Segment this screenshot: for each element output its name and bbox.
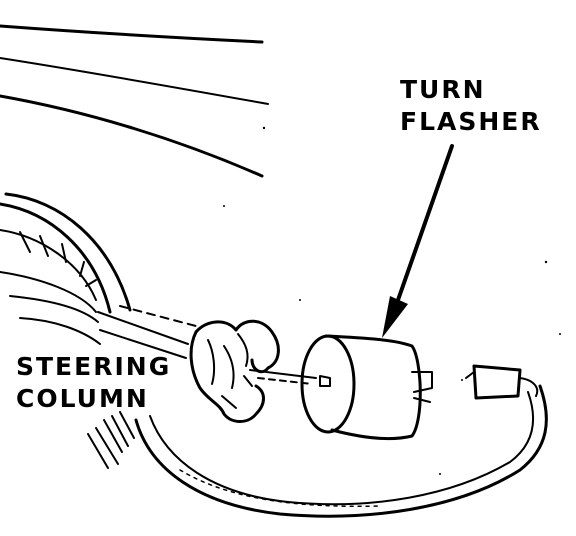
print-speckles <box>223 126 561 475</box>
turn-flasher-pointer-arrow <box>382 144 454 338</box>
turn-flasher-label: TURN FLASHER <box>400 74 542 138</box>
steering-column-hatching <box>87 411 135 469</box>
turn-flasher-canister <box>300 334 433 440</box>
steering-column-label: STEERING COLUMN <box>16 351 171 415</box>
steering-wheel <box>0 192 197 359</box>
wire-harness-loop <box>134 384 548 518</box>
steering-column-label-line2: COLUMN <box>16 384 149 413</box>
dashboard-edge-lines <box>0 24 269 178</box>
steering-column-label-line1: STEERING <box>16 352 172 381</box>
turn-flasher-label-line1: TURN <box>400 75 486 104</box>
flasher-connector-plug <box>465 364 539 400</box>
arrow-head <box>382 296 408 338</box>
turn-flasher-label-line2: FLASHER <box>400 107 542 136</box>
flasher-wire <box>249 369 317 385</box>
turn-signal-switch-bracket <box>189 319 280 423</box>
